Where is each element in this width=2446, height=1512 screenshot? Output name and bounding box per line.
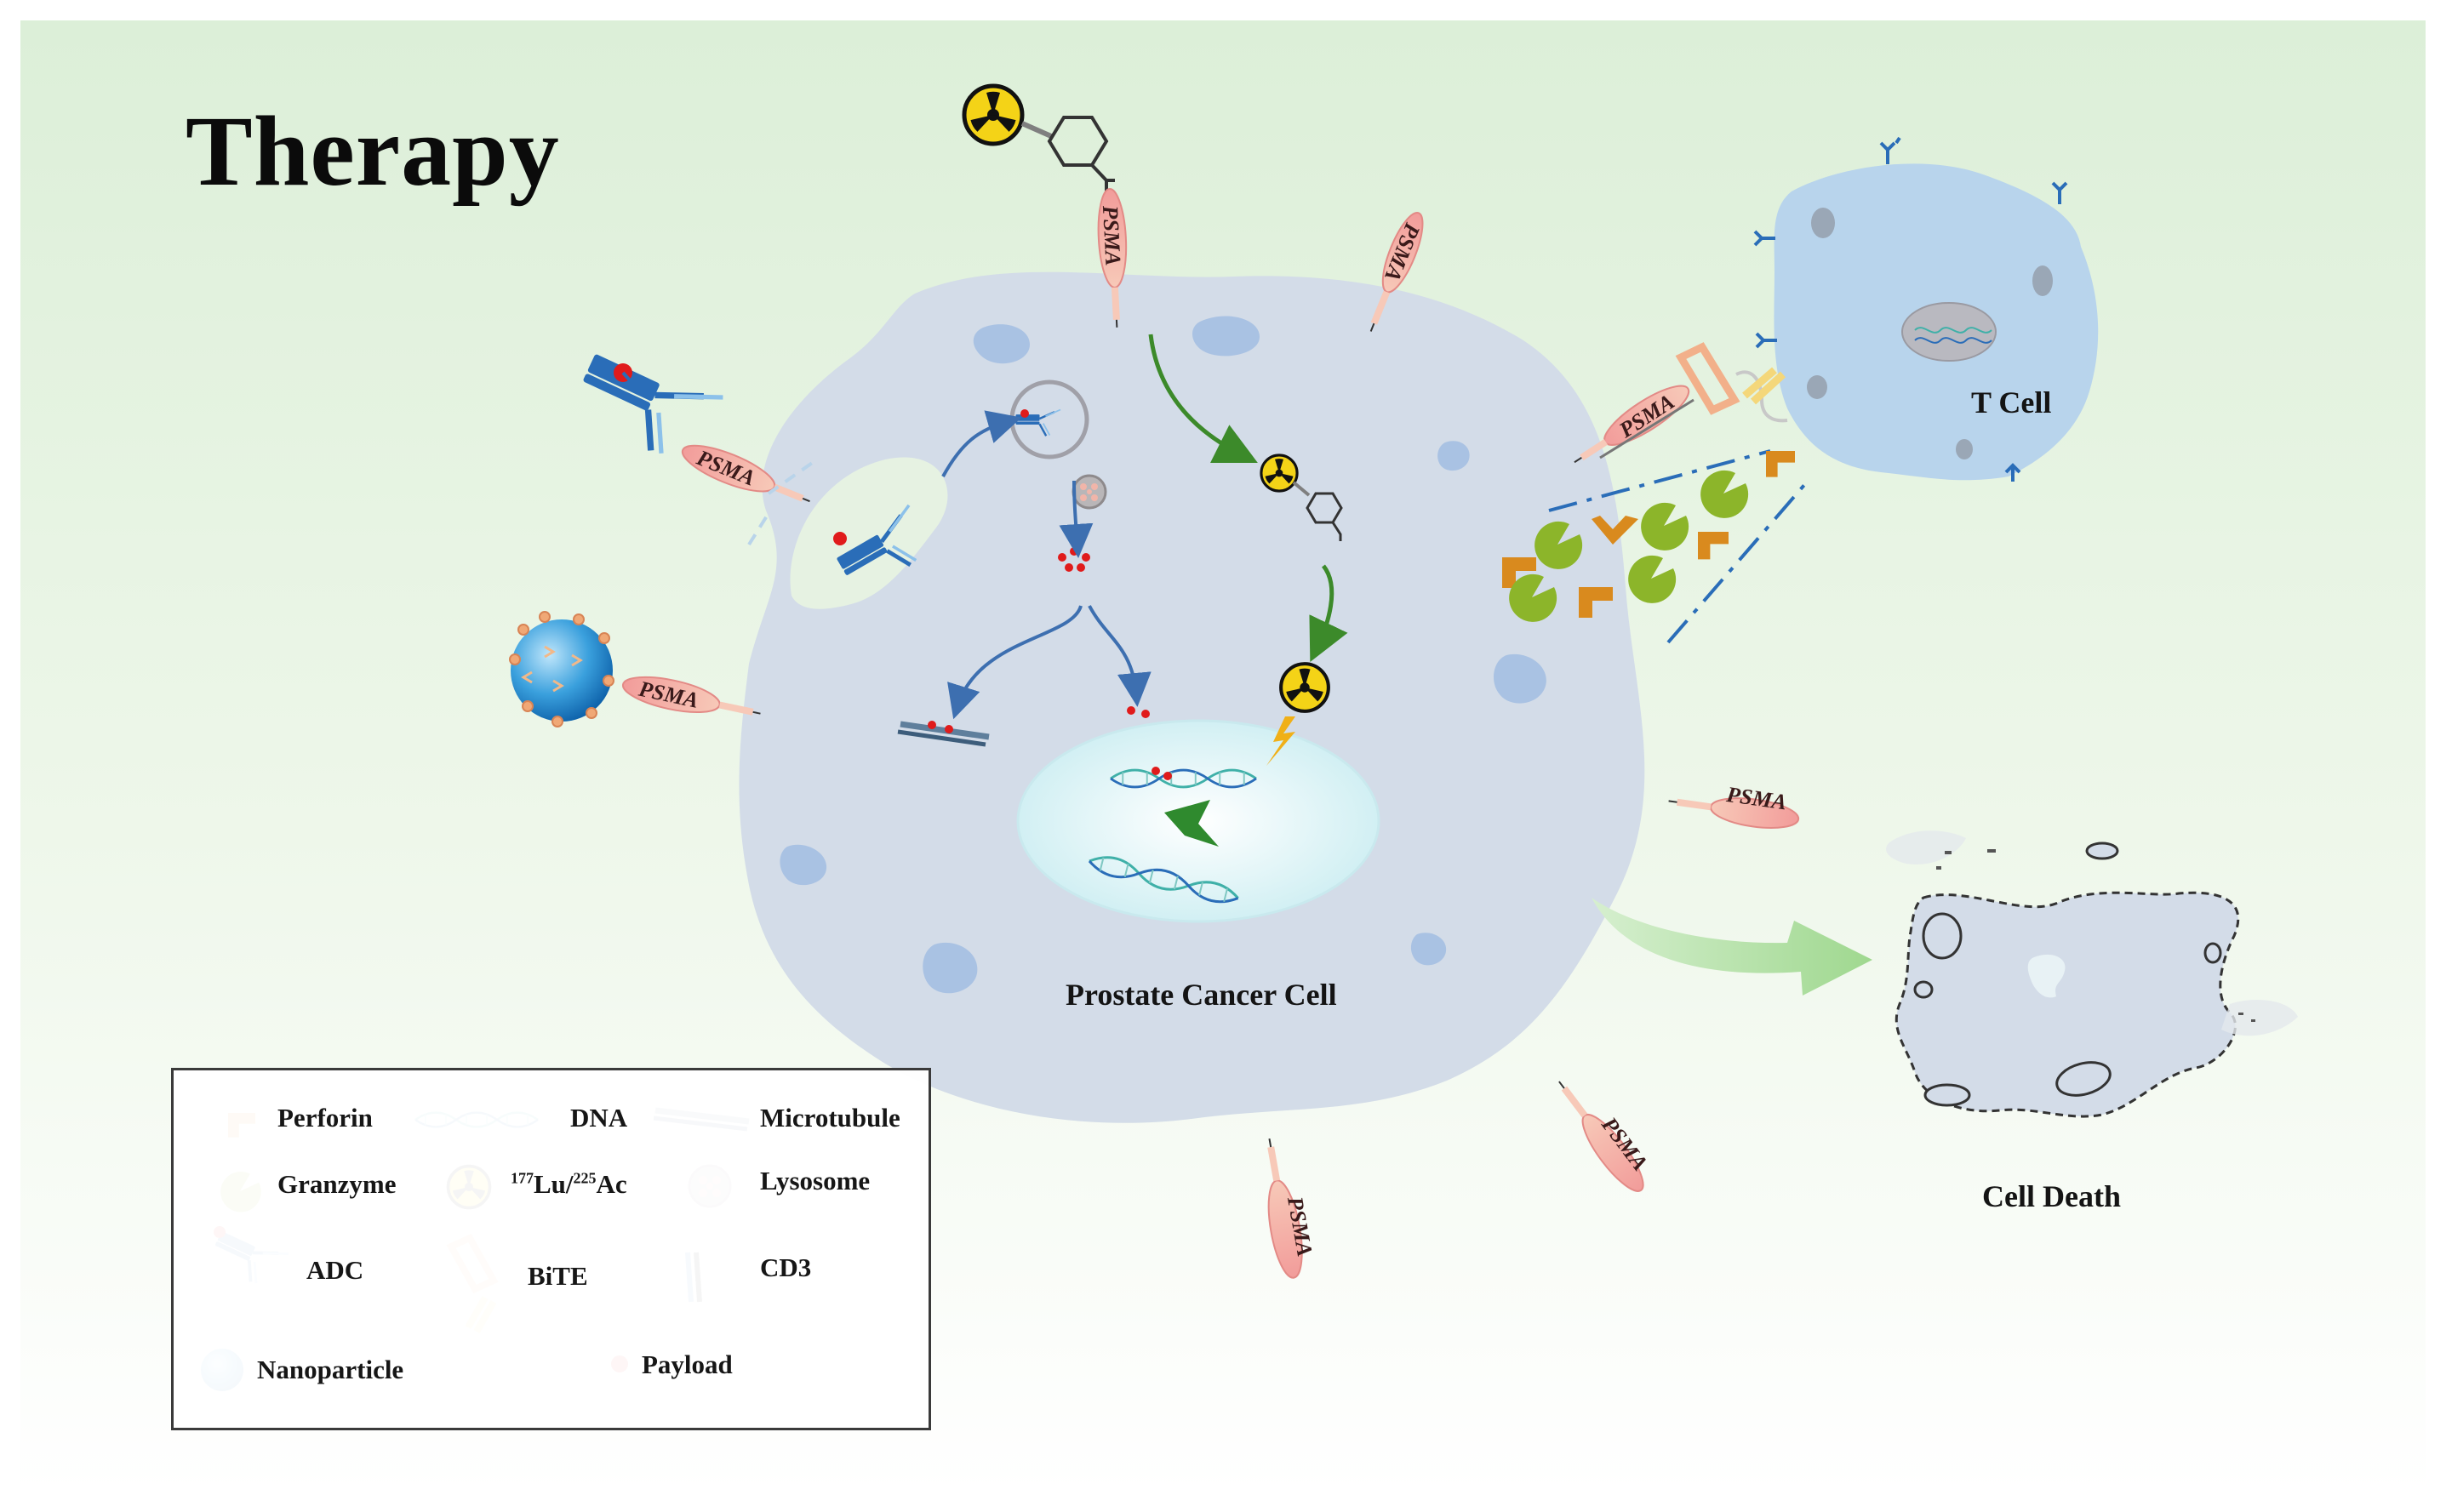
radiation-bolt — [1266, 716, 1295, 766]
perforin-granzyme-cluster — [1502, 451, 1795, 622]
blue-arrows — [941, 410, 1152, 720]
legend-radionuclide-label: 177Lu/225Ac — [511, 1169, 627, 1200]
legend-lu: Lu/ — [534, 1169, 574, 1199]
dying-cell — [1895, 891, 2240, 1118]
bite-molecule — [1599, 342, 1788, 459]
lysosome-in-cell — [1072, 474, 1107, 510]
dying-cell-debris — [1913, 842, 2222, 1107]
radioligand-inside-radionuclide — [1260, 454, 1299, 493]
endocytosis-pocket — [790, 457, 948, 609]
legend-lu-mass: 177 — [511, 1169, 534, 1187]
prostate-cancer-cell — [739, 271, 1645, 1123]
microtubule-in-cell — [897, 721, 990, 747]
legend-payload-label: Payload — [642, 1349, 733, 1379]
legend-perforin-label: Perforin — [277, 1103, 373, 1133]
legend-adc-label: ADC — [306, 1255, 364, 1285]
green-arrows — [1148, 334, 1348, 663]
t-cell-nucleus — [1901, 302, 1997, 362]
dna-damage-mark — [1164, 800, 1219, 847]
legend-ac-mass: 225 — [573, 1169, 597, 1187]
radionuclide-at-nucleus — [1281, 664, 1329, 711]
nanoparticle-outside — [509, 611, 614, 727]
prostate-cancer-cell-label: Prostate Cancer Cell — [1066, 978, 1337, 1012]
legend-nanoparticle-label: Nanoparticle — [257, 1355, 404, 1384]
legend-lysosome-label: Lysosome — [760, 1166, 871, 1195]
t-cell-label: T Cell — [1971, 385, 2052, 419]
legend-microtubule-label: Microtubule — [760, 1103, 900, 1133]
t-cell-granules — [1807, 208, 2053, 459]
cd3-receptors — [1753, 136, 2068, 482]
cell-death-label: Cell Death — [1982, 1179, 2121, 1213]
psma-receptors: PSMA PSMA PSMA PSMA — [621, 187, 1800, 1279]
cell-death-arrow — [1592, 898, 1872, 996]
svg-text:PSMA: PSMA — [1098, 204, 1126, 266]
legend-ac: Ac — [596, 1169, 627, 1199]
immune-synapse-lines — [1548, 449, 1806, 644]
legend-box — [171, 1068, 931, 1430]
legend-dna-label: DNA — [570, 1103, 628, 1133]
legend-bite-label: BiTE — [528, 1261, 588, 1291]
organelles — [780, 316, 1546, 994]
radioligand-outside-radionuclide — [964, 86, 1022, 144]
page-title: Therapy — [186, 95, 560, 207]
legend-granzyme-label: Granzyme — [277, 1169, 397, 1199]
legend-cd3-label: CD3 — [760, 1252, 812, 1282]
